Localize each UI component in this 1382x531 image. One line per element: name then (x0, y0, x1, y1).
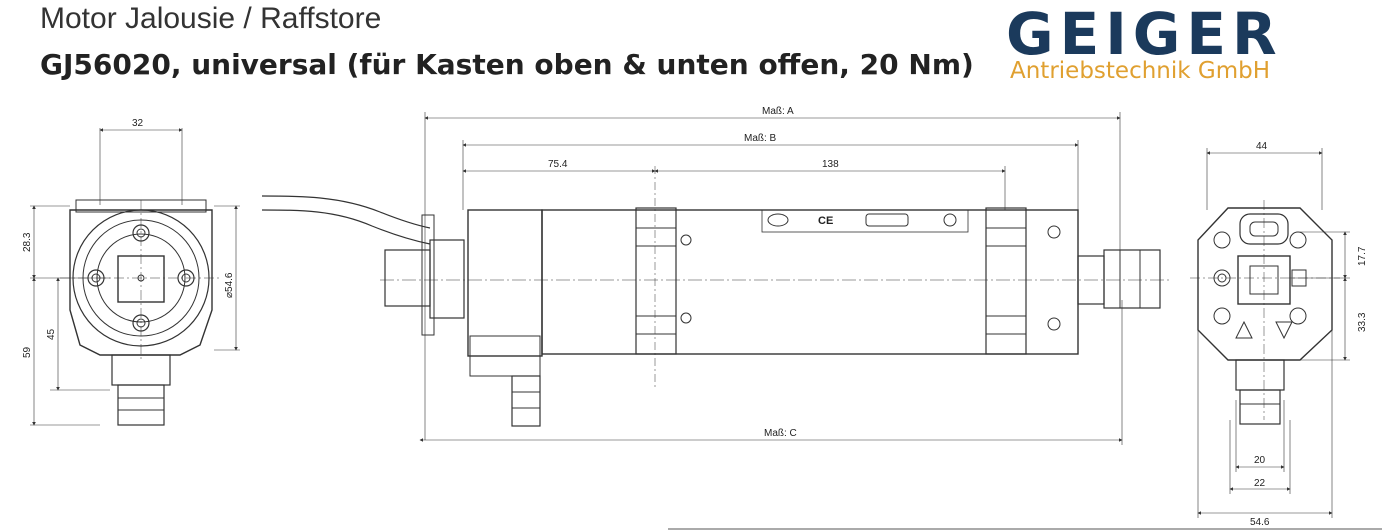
dim-mass-c: Maß: C (764, 428, 797, 439)
dim-offset-1: 75.4 (548, 159, 568, 170)
dim-left-top-width: 32 (132, 118, 144, 129)
model-number: GJ56020, universal (40, 48, 337, 81)
dim-right-width-3: 54.6 (1250, 517, 1270, 528)
brand-subtitle: Antriebstechnik GmbH (1010, 58, 1271, 84)
dim-mass-a: Maß: A (762, 106, 794, 117)
side-view (261, 112, 1170, 445)
dim-right-width-1: 20 (1254, 455, 1266, 466)
brand-logo: GEIGER (1006, 0, 1283, 68)
dim-mass-b: Maß: B (744, 133, 777, 144)
dim-left-diameter: ⌀54.6 (224, 272, 235, 298)
model-description: (für Kasten oben & unten offen, 20 Nm) (346, 48, 974, 81)
dim-right-height-a: 17.7 (1357, 246, 1368, 266)
dim-left-height-mid: 45 (46, 328, 57, 340)
dim-right-top-width: 44 (1256, 141, 1268, 152)
right-end-view (1190, 148, 1350, 518)
dim-left-height-total: 59 (22, 346, 33, 358)
dim-right-width-2: 22 (1254, 478, 1266, 489)
dim-offset-2: 138 (822, 159, 839, 170)
ce-mark: CE (818, 215, 833, 227)
dim-right-height-b: 33.3 (1357, 312, 1368, 332)
left-end-view (30, 128, 240, 426)
dim-left-height-upper: 28.3 (22, 232, 33, 252)
model-subtitle: GJ56020, universal (für Kasten oben & un… (40, 48, 974, 81)
page-title: Motor Jalousie / Raffstore (40, 2, 382, 35)
